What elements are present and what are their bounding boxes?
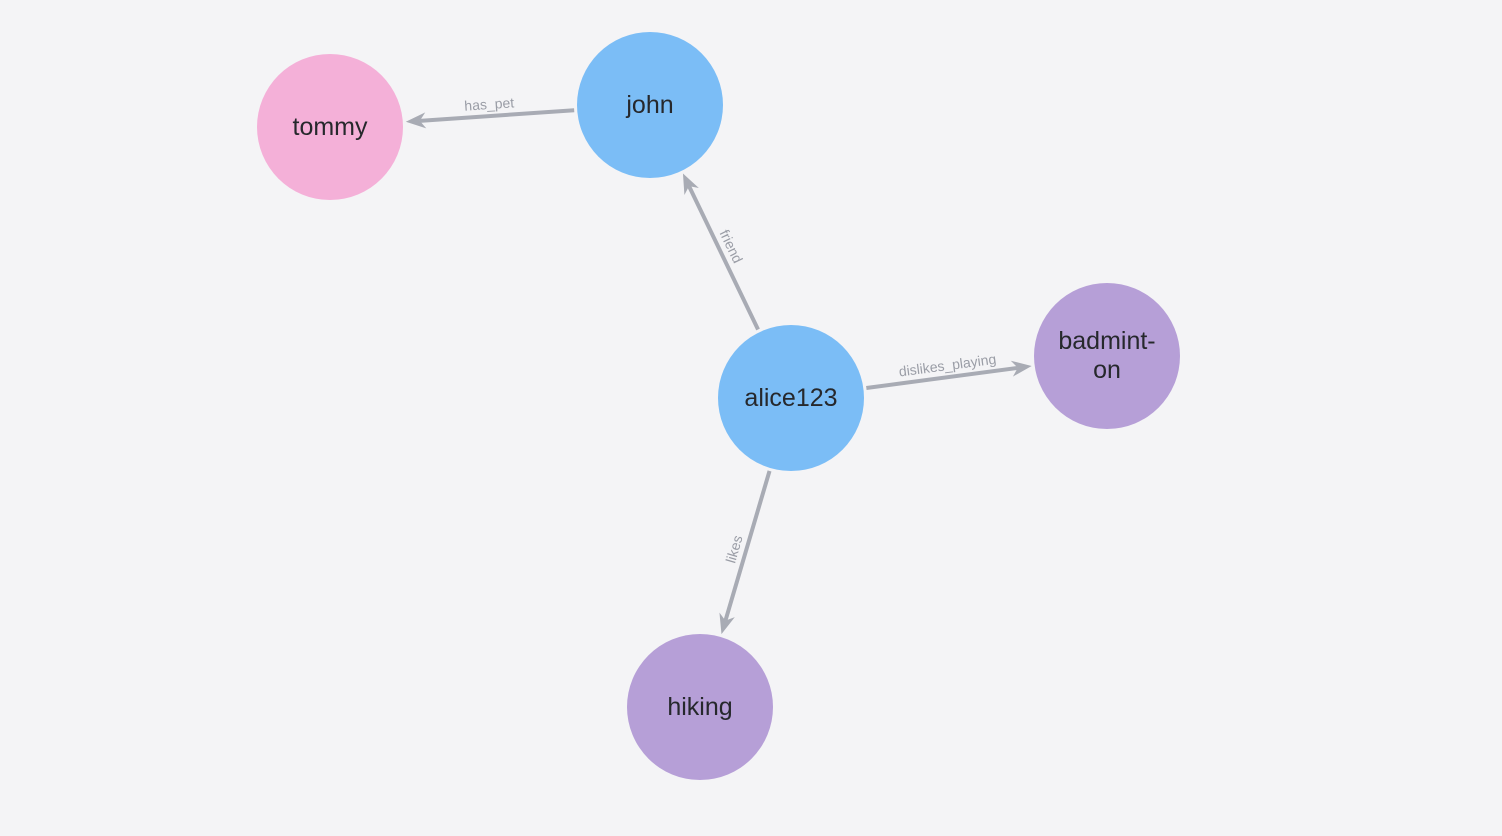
edge-line	[687, 185, 760, 331]
graph-node-john[interactable]: john	[577, 32, 723, 178]
edge-line	[419, 108, 575, 123]
node-label: on	[1093, 356, 1121, 384]
node-label: alice123	[744, 383, 838, 412]
edge-label: has_pet	[464, 94, 515, 113]
node-label: tommy	[292, 112, 368, 141]
graph-node-hiking[interactable]: hiking	[627, 634, 773, 780]
graph-node-tommy[interactable]: tommy	[257, 54, 403, 200]
edge-dislikes_playing[interactable]: dislikes_playing	[866, 351, 1032, 390]
edge-label: likes	[722, 533, 745, 564]
node-label: badmint-	[1058, 327, 1156, 355]
arrowhead-icon	[719, 612, 735, 635]
arrowhead-icon	[405, 112, 427, 129]
edge-likes[interactable]: likes	[719, 470, 772, 635]
edge-line	[723, 470, 772, 622]
edge-has_pet[interactable]: has_pet	[405, 94, 575, 129]
node-label: john	[626, 90, 674, 119]
graph-node-badminton[interactable]: badmint-on	[1034, 283, 1180, 429]
edge-friend[interactable]: friend	[682, 173, 760, 331]
graph-node-alice123[interactable]: alice123	[718, 325, 864, 471]
arrowhead-icon	[1010, 360, 1032, 377]
edge-label: friend	[717, 227, 747, 266]
node-label: hiking	[667, 692, 733, 721]
edge-line	[866, 365, 1019, 390]
arrowhead-icon	[682, 173, 699, 195]
